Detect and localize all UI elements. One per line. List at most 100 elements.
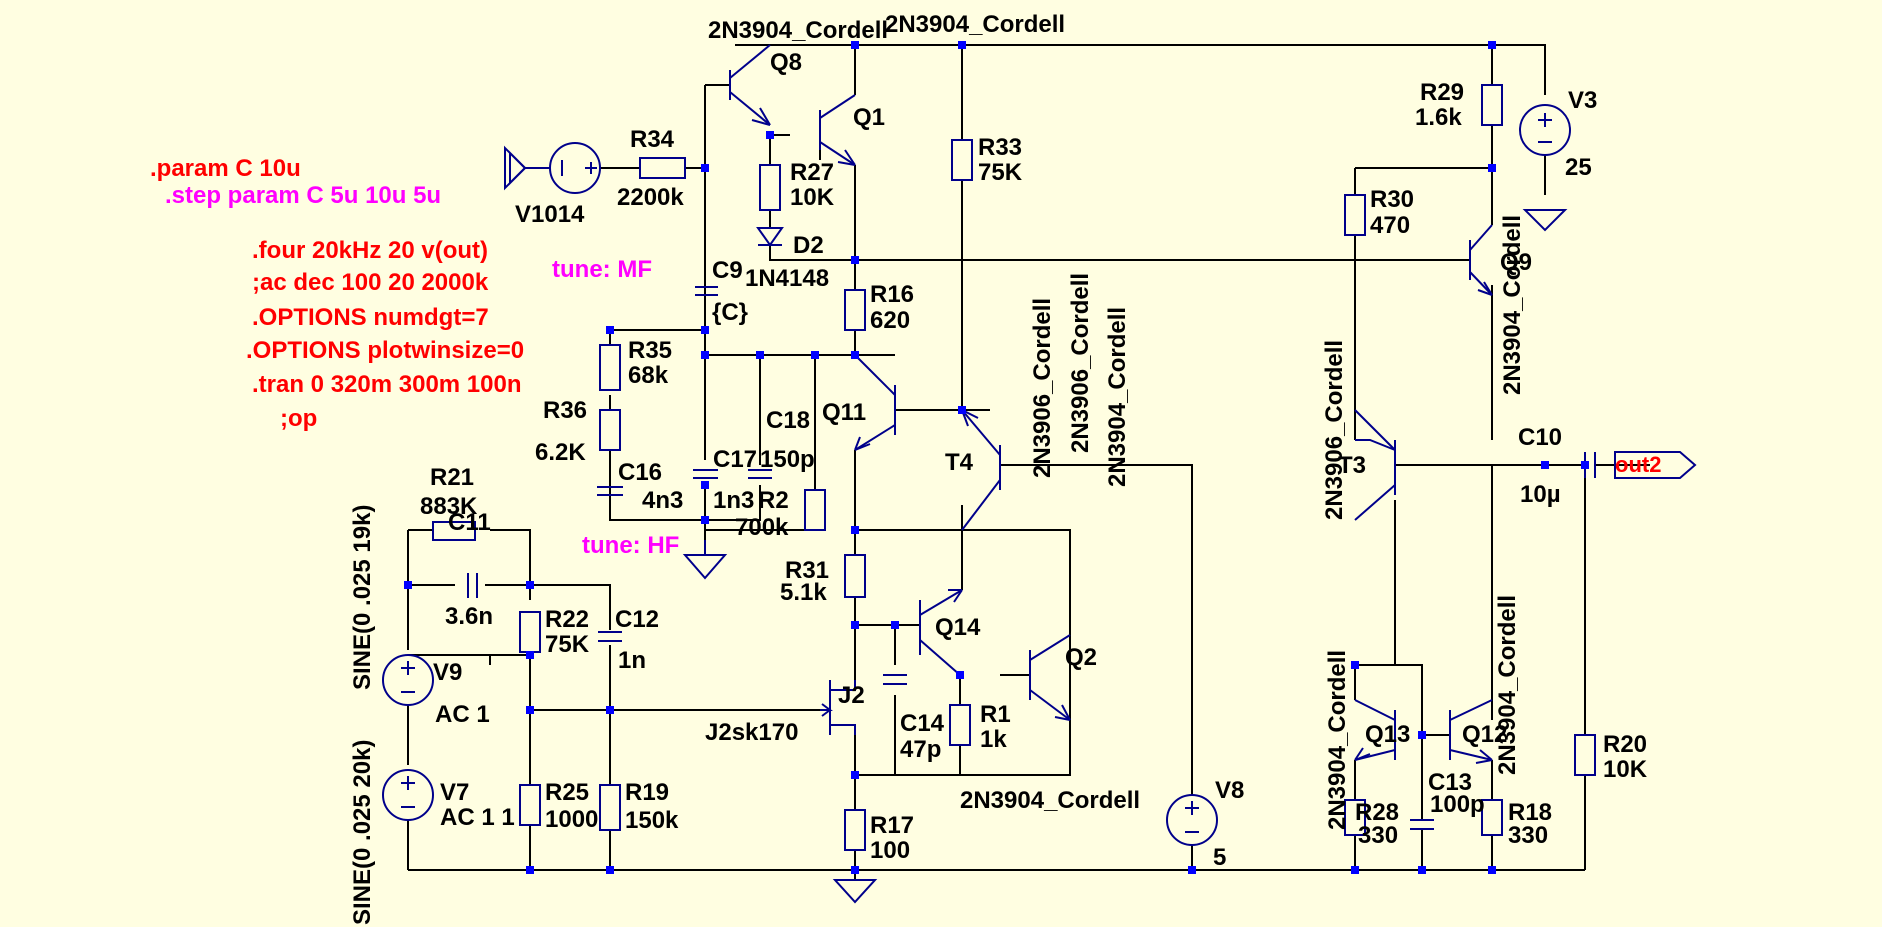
junction-dot: [1188, 866, 1196, 874]
t4-ref: T4: [945, 449, 974, 476]
c12-value: 1n: [618, 647, 646, 674]
q11-ref: Q11: [822, 399, 866, 426]
c14-ref: C14: [900, 710, 945, 737]
d2-symbol: [756, 227, 784, 247]
junction-dots: [404, 41, 1589, 874]
t3-model: 2N3906_Cordell: [1321, 340, 1348, 520]
r33-value: 75K: [978, 159, 1023, 186]
c10-ref: C10: [1518, 424, 1562, 451]
r19-value: 150k: [625, 807, 679, 834]
c10-value: 10µ: [1520, 481, 1561, 508]
r20-ref: R20: [1603, 731, 1647, 758]
c11-ref: C11: [448, 509, 491, 536]
t4-model: 2N3906_Cordell: [1067, 273, 1094, 453]
r20-value: 10K: [1603, 756, 1648, 783]
c14-value: 47p: [900, 736, 941, 763]
junction-dot: [1418, 731, 1426, 739]
r21-value: 883K: [420, 493, 478, 520]
c13-value: 100p: [1430, 791, 1485, 818]
junction-dot: [1581, 461, 1589, 469]
v3-ref: V3: [1568, 87, 1597, 114]
tune-mf-label: tune: MF: [552, 256, 652, 283]
q11-symbol: [854, 354, 896, 451]
r35-ref: R35: [628, 337, 672, 364]
c13-ref: C13: [1428, 769, 1472, 796]
r28-value: 330: [1358, 822, 1398, 849]
junction-dot: [1351, 866, 1359, 874]
r34-value: 2200k: [617, 184, 684, 211]
q1-symbol: [819, 94, 856, 166]
junction-dot: [958, 41, 966, 49]
junction-dot: [606, 706, 614, 714]
c12-ref: C12: [615, 606, 659, 633]
v7-symbol: [382, 769, 434, 821]
r25-symbol: [519, 784, 541, 826]
gnd-hf-symbol: [682, 540, 728, 580]
v9-ref: V9: [433, 659, 462, 686]
q13-ref: Q13: [1365, 721, 1410, 748]
c9-symbol: [695, 286, 718, 296]
junction-dot: [1488, 866, 1496, 874]
r30-value: 470: [1370, 212, 1410, 239]
r29-symbol: [1481, 84, 1503, 126]
r1-value: 1k: [980, 726, 1007, 753]
q8-symbol: [729, 44, 771, 126]
q1-ref: Q1: [853, 104, 885, 131]
r28-symbol: [1344, 799, 1366, 836]
junction-dot: [606, 866, 614, 874]
r28-ref: R28: [1355, 799, 1399, 826]
v7-ac: AC 1 1: [440, 804, 515, 831]
r19-ref: R19: [625, 779, 669, 806]
v3-symbol: [1519, 104, 1571, 232]
junction-dot: [1418, 866, 1426, 874]
v8-symbol: [1166, 794, 1218, 846]
r22-ref: R22: [545, 606, 589, 633]
q9-ref: Q9: [1500, 249, 1532, 276]
r17-symbol: [844, 809, 866, 851]
r2-ref: R2: [758, 487, 789, 514]
junction-dot: [851, 41, 859, 49]
r33-ref: R33: [978, 134, 1022, 161]
junction-dot: [891, 621, 899, 629]
t4-model2: 2N3904_Cordell: [1104, 307, 1131, 487]
q13-model: 2N3904_Cordell: [1324, 650, 1351, 830]
c13-symbol: [1410, 819, 1434, 830]
r27-value: 10K: [790, 184, 835, 211]
r31-symbol: [844, 554, 866, 598]
c16-symbol: [597, 486, 623, 496]
junction-dot: [526, 706, 534, 714]
d2-ref: D2: [793, 232, 824, 259]
r22-symbol: [519, 611, 541, 653]
directive-param: .param C 10u: [150, 155, 301, 182]
q2-model: 2N3904_Cordell: [960, 787, 1140, 814]
junction-dot: [526, 651, 534, 659]
r34-symbol: [639, 157, 686, 179]
v9-symbol: [382, 654, 434, 706]
out2-label: out2: [1615, 452, 1661, 477]
directive-op: ;op: [280, 405, 317, 432]
directive-opt-numdgt: .OPTIONS numdgt=7: [252, 304, 489, 331]
junction-dot: [811, 351, 819, 359]
v7-sine: SINE(0 .025 20k): [349, 740, 376, 925]
v7-ref: V7: [440, 779, 469, 806]
junction-dot: [1488, 41, 1496, 49]
r1-symbol: [949, 704, 971, 746]
directive-opt-plot: .OPTIONS plotwinsize=0: [246, 337, 524, 364]
v8-value: 5: [1213, 844, 1226, 871]
t3-ref: T3: [1338, 452, 1366, 479]
v9-ac: AC 1: [435, 701, 490, 728]
v1014-ref: V1014: [515, 201, 585, 228]
junction-dot: [701, 351, 709, 359]
junction-dot: [701, 481, 709, 489]
tune-hf-label: tune: HF: [582, 532, 679, 559]
q1-model: 2N3904_Cordell: [885, 11, 1065, 38]
q14-symbol: [919, 589, 963, 676]
q12-model: 2N3904_Cordell: [1494, 595, 1521, 775]
r35-symbol: [599, 344, 621, 391]
q14-ref: Q14: [935, 614, 981, 641]
r33-symbol: [951, 139, 973, 181]
r31-ref: R31: [785, 557, 829, 584]
gnd-bottom-symbol: [832, 879, 878, 904]
c9-value: {C}: [712, 299, 748, 326]
